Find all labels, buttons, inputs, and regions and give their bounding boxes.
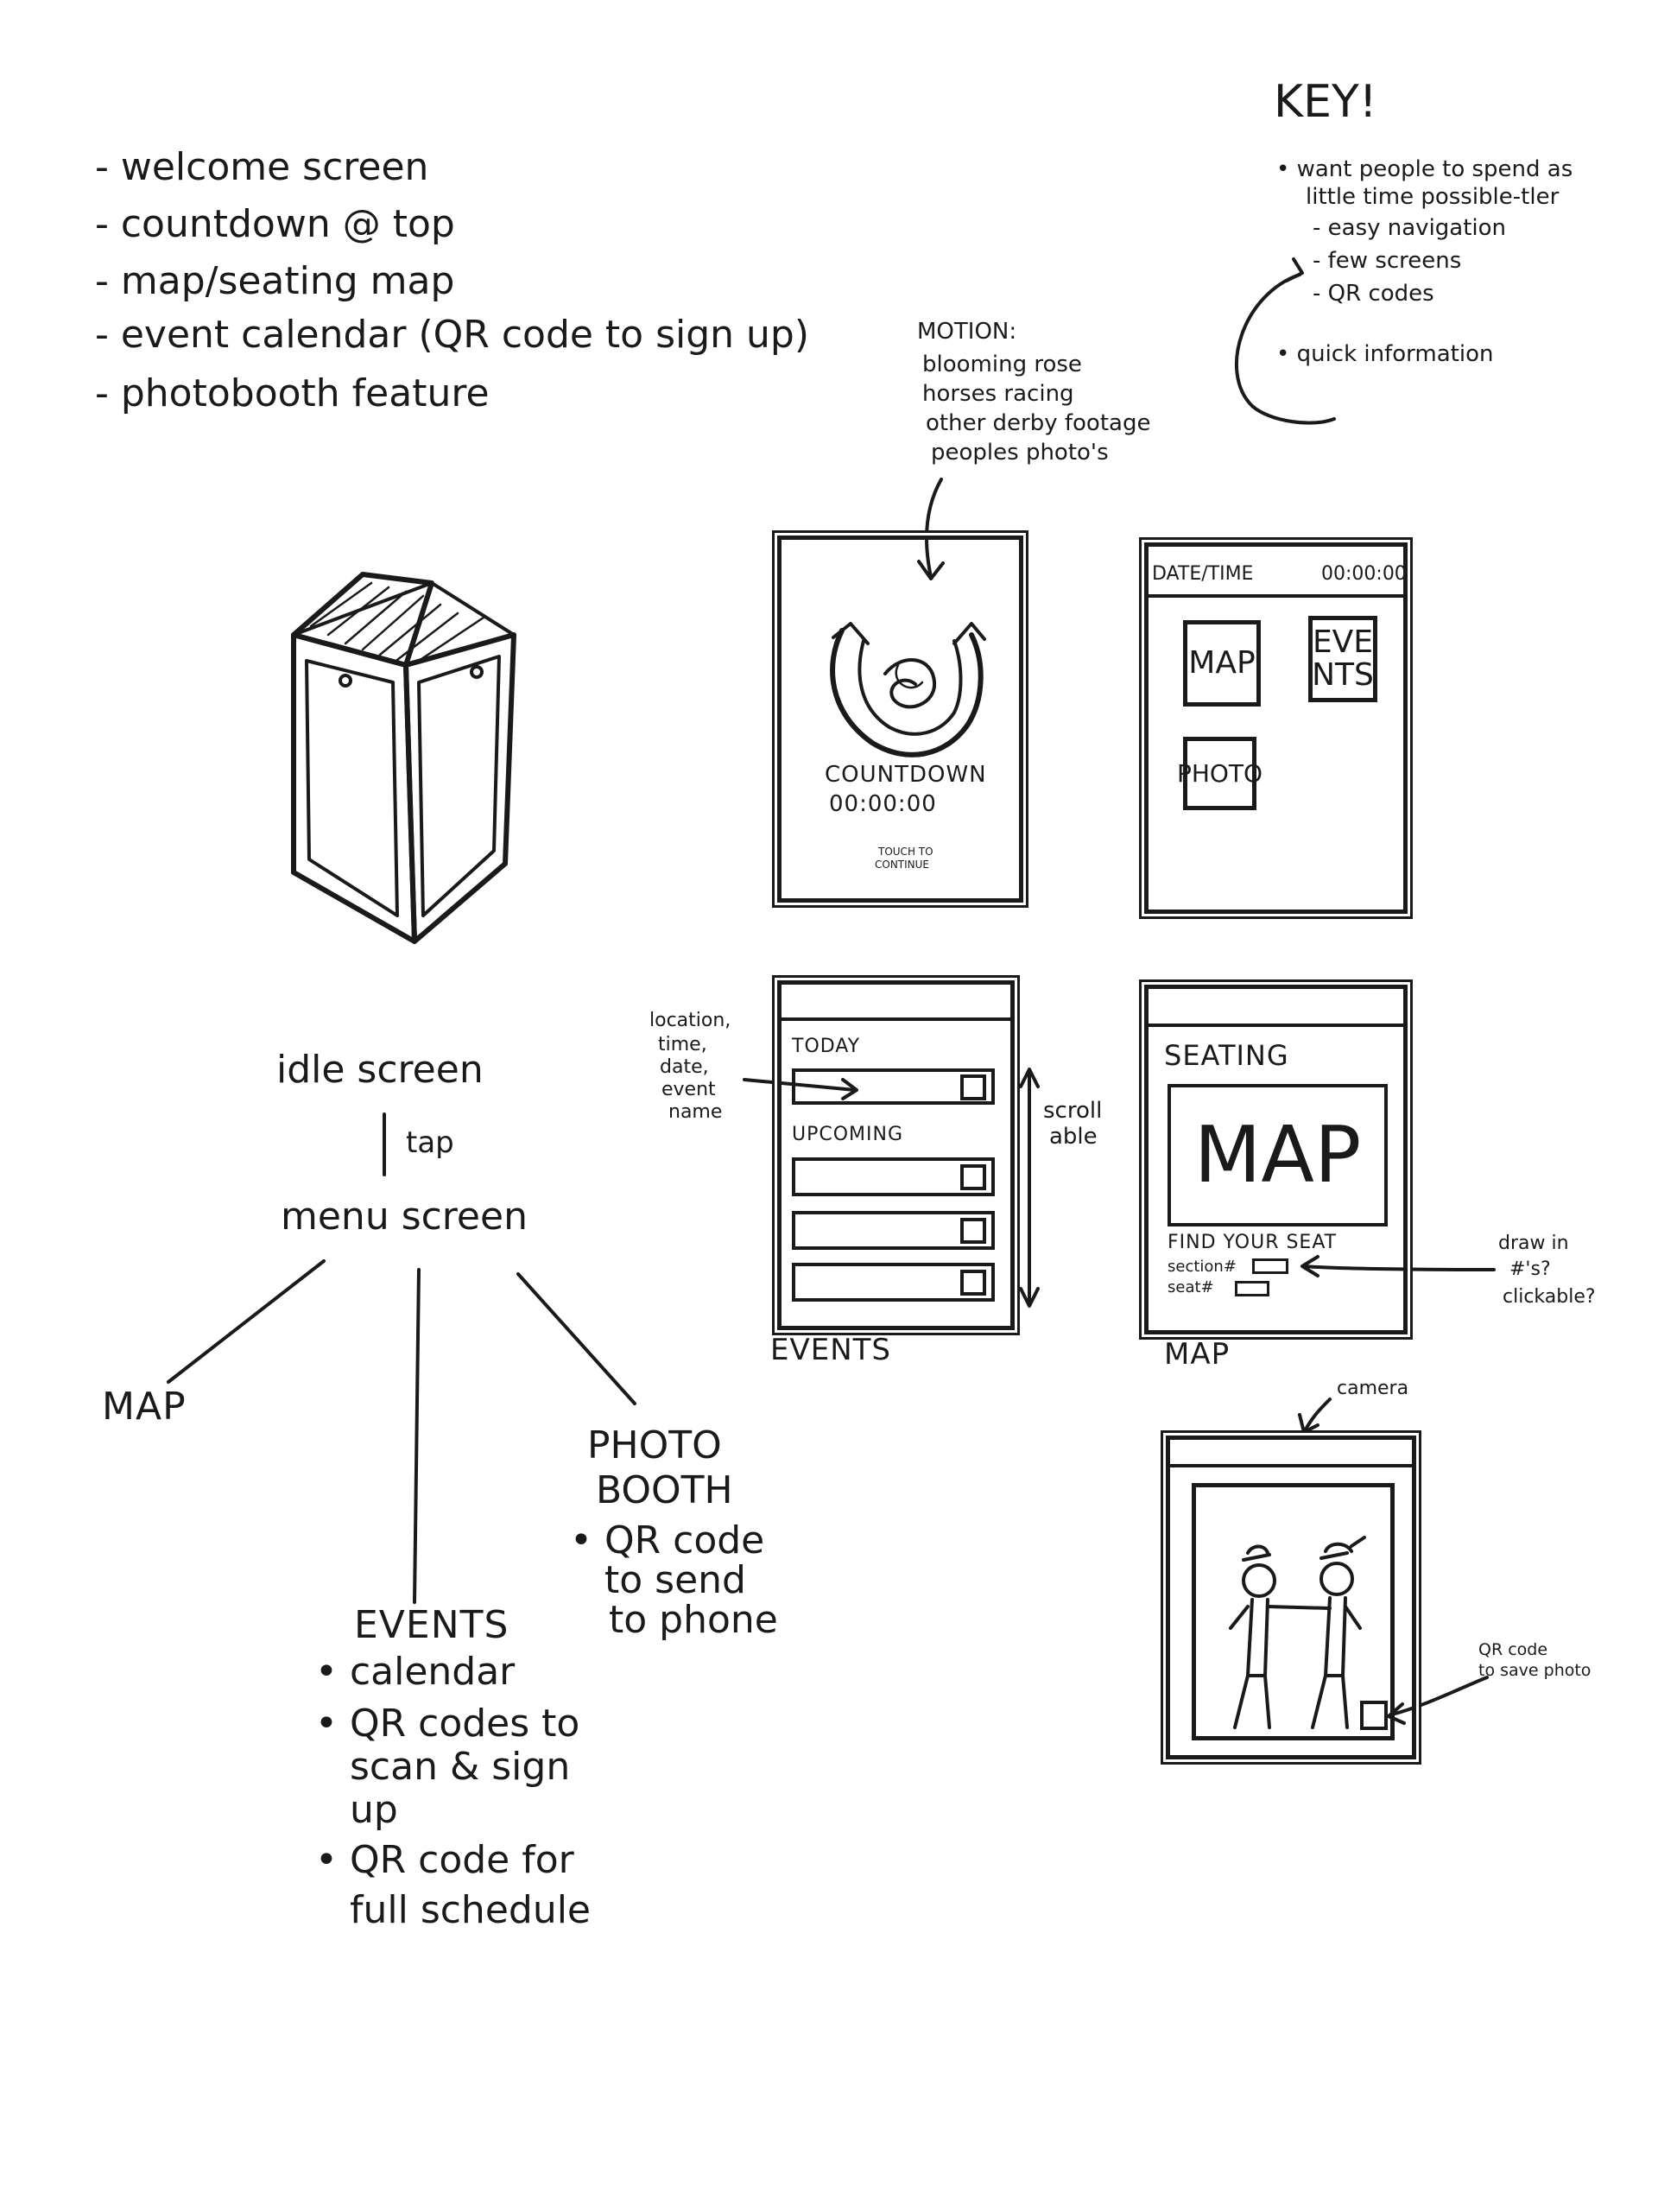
key-line: • want people to spend as [1276, 156, 1573, 182]
photo-preview [1192, 1483, 1395, 1740]
qr-note: QR code [1478, 1640, 1548, 1659]
note-line: #'s? [1509, 1258, 1551, 1280]
seat-label: seat# [1168, 1278, 1214, 1296]
key-line: little time possible-tler [1306, 184, 1560, 210]
qr-code-icon [960, 1218, 986, 1244]
flow-idle-screen: idle screen [276, 1048, 484, 1092]
welcome-screen-sketch: COUNTDOWN 00:00:00 TOUCH TO CONTINUE [777, 536, 1023, 903]
seat-input [1235, 1281, 1269, 1296]
kiosk-sketch [291, 572, 516, 944]
event-row [792, 1157, 995, 1196]
today-label: TODAY [792, 1036, 861, 1057]
qr-code-icon [960, 1164, 986, 1190]
key-line: - QR codes [1313, 281, 1434, 307]
countdown-value: 00:00:00 [829, 791, 937, 817]
touch-to-continue: CONTINUE [875, 859, 930, 871]
note-line: clickable? [1503, 1286, 1596, 1308]
feature-item: - event calendar (QR code to sign up) [95, 313, 810, 357]
qr-note: to save photo [1478, 1661, 1592, 1680]
qr-code-icon [960, 1270, 986, 1296]
scrollable-note: scroll [1043, 1098, 1103, 1124]
section-input [1252, 1258, 1288, 1274]
motion-line: horses racing [922, 381, 1074, 407]
header-divider [1149, 1024, 1403, 1027]
events-caption: EVENTS [770, 1333, 892, 1367]
qr-code-icon [1360, 1701, 1388, 1730]
photobooth-title: BOOTH [596, 1468, 733, 1512]
photobooth-bullet: • QR code [570, 1518, 765, 1562]
motion-line: other derby footage [926, 410, 1151, 436]
events-bullet: up [350, 1788, 398, 1832]
scrollable-note: able [1049, 1124, 1098, 1150]
photo-screen-sketch [1166, 1436, 1416, 1759]
events-bullet: full schedule [350, 1888, 591, 1932]
flow-menu-screen: menu screen [281, 1195, 528, 1239]
map-caption: MAP [1164, 1337, 1231, 1372]
note-line: event [661, 1079, 716, 1100]
events-bullet: scan & sign [350, 1745, 571, 1789]
feature-item: - photobooth feature [95, 371, 490, 415]
note-line: time, [658, 1034, 707, 1055]
upcoming-label: UPCOMING [792, 1124, 904, 1145]
events-bullet: • QR code for [315, 1838, 574, 1882]
key-line: - few screens [1313, 248, 1462, 274]
feature-item: - countdown @ top [95, 202, 455, 246]
seating-title: SEATING [1164, 1039, 1289, 1072]
header-divider [1170, 1464, 1412, 1467]
key-line: - easy navigation [1313, 215, 1507, 241]
touch-to-continue: TOUCH TO [878, 846, 933, 858]
header-divider [782, 1017, 1010, 1021]
event-row [792, 1211, 995, 1250]
map-screen-sketch: SEATING MAP FIND YOUR SEAT section# seat… [1144, 985, 1408, 1334]
photobooth-bullet: to send [604, 1558, 746, 1602]
menu-tile-map: MAP [1183, 620, 1261, 707]
events-bullet: • calendar [315, 1650, 516, 1694]
note-line: draw in [1498, 1233, 1569, 1254]
section-label: section# [1168, 1258, 1237, 1276]
feature-item: - welcome screen [95, 145, 429, 189]
flow-map: MAP [102, 1385, 187, 1429]
note-line: date, [660, 1056, 709, 1078]
key-title: KEY! [1274, 76, 1377, 128]
countdown-label: COUNTDOWN [825, 762, 987, 788]
motion-line: peoples photo's [931, 440, 1109, 466]
qr-code-icon [960, 1074, 986, 1100]
stick-figures [1229, 1536, 1366, 1729]
camera-note: camera [1337, 1378, 1409, 1399]
note-line: name [668, 1101, 723, 1123]
photobooth-title: PHOTO [587, 1423, 722, 1467]
note-line: location, [649, 1010, 731, 1031]
photobooth-bullet: to phone [609, 1598, 778, 1642]
key-line: • quick information [1276, 341, 1494, 367]
events-title: EVENTS [354, 1603, 509, 1647]
clock-value: 00:00:00 [1321, 563, 1407, 585]
event-row [792, 1068, 995, 1105]
feature-item: - map/seating map [95, 259, 455, 303]
datetime-label: DATE/TIME [1152, 563, 1254, 585]
flow-tap: tap [406, 1125, 454, 1160]
motion-title: MOTION: [917, 319, 1017, 345]
event-row [792, 1263, 995, 1302]
motion-line: blooming rose [922, 352, 1082, 377]
horseshoe-logo [830, 622, 986, 757]
seating-map-area: MAP [1168, 1084, 1388, 1226]
menu-tile-photo: PHOTO [1177, 737, 1262, 810]
find-seat-label: FIND YOUR SEAT [1168, 1232, 1338, 1253]
events-screen-sketch: TODAY UPCOMING [777, 980, 1015, 1330]
header-divider [1149, 594, 1403, 598]
events-bullet: • QR codes to [315, 1702, 580, 1746]
